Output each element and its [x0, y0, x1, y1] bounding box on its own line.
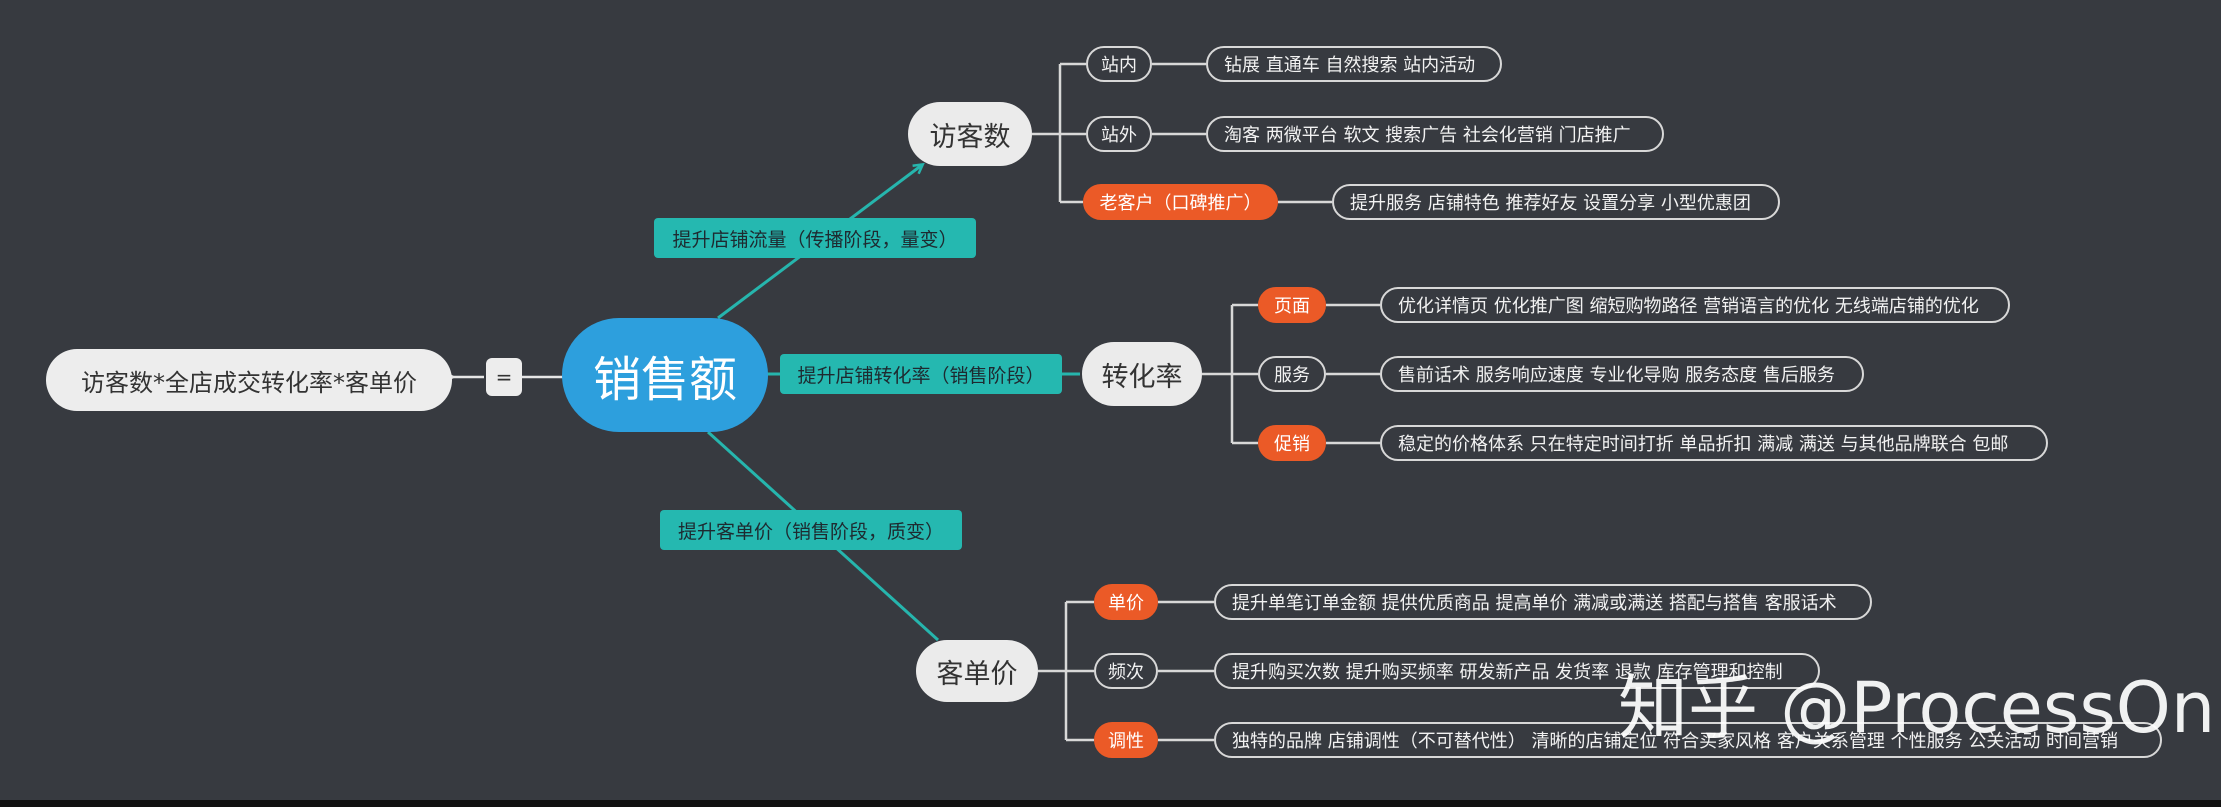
node-visitors[interactable]: 访客数	[908, 102, 1032, 166]
node-avg-order-value[interactable]: 客单价	[916, 640, 1038, 702]
edge-label-conversion: 提升店铺转化率（销售阶段）	[780, 354, 1062, 394]
sub-node-page[interactable]: 页面	[1258, 287, 1326, 323]
sub-node-onsite[interactable]: 站内	[1086, 46, 1152, 82]
sub-node-service[interactable]: 服务	[1258, 356, 1326, 392]
leaf-offsite-detail[interactable]: 淘客 两微平台 软文 搜索广告 社会化营销 门店推广	[1206, 116, 1664, 152]
leaf-page-detail[interactable]: 优化详情页 优化推广图 缩短购物路径 营销语言的优化 无线端店铺的优化	[1380, 287, 2010, 323]
leaf-frequency-detail[interactable]: 提升购买次数 提升购买频率 研发新产品 发货率 退款 库存管理和控制	[1214, 653, 1820, 689]
sub-node-unit-price[interactable]: 单价	[1094, 584, 1158, 620]
equals-sign: =	[486, 358, 522, 396]
sub-node-tone[interactable]: 调性	[1094, 722, 1158, 758]
edge-label-order-value: 提升客单价（销售阶段，质变）	[660, 510, 962, 550]
sub-node-old-customers[interactable]: 老客户（口碑推广）	[1083, 184, 1278, 220]
bottom-border	[0, 800, 2221, 807]
root-node-sales[interactable]: 销售额	[562, 318, 768, 432]
leaf-old-customers-detail[interactable]: 提升服务 店铺特色 推荐好友 设置分享 小型优惠团	[1332, 184, 1780, 220]
watermark: 知乎 @ProcessOn	[1618, 667, 2216, 749]
sub-node-frequency[interactable]: 频次	[1094, 653, 1158, 689]
leaf-promotion-detail[interactable]: 稳定的价格体系 只在特定时间打折 单品折扣 满减 满送 与其他品牌联合 包邮	[1380, 425, 2048, 461]
node-conversion-rate[interactable]: 转化率	[1082, 342, 1202, 406]
formula-node[interactable]: 访客数*全店成交转化率*客单价	[46, 349, 452, 411]
sub-node-promotion[interactable]: 促销	[1258, 425, 1326, 461]
leaf-unit-price-detail[interactable]: 提升单笔订单金额 提供优质商品 提高单价 满减或满送 搭配与搭售 客服话术	[1214, 584, 1872, 620]
edge-label-traffic: 提升店铺流量（传播阶段，量变）	[654, 218, 976, 258]
leaf-service-detail[interactable]: 售前话术 服务响应速度 专业化导购 服务态度 售后服务	[1380, 356, 1864, 392]
leaf-tone-detail[interactable]: 独特的品牌 店铺调性（不可替代性） 清晰的店铺定位 符合买家风格 客户关系管理 …	[1214, 722, 2162, 758]
sub-node-offsite[interactable]: 站外	[1086, 116, 1152, 152]
leaf-onsite-detail[interactable]: 钻展 直通车 自然搜索 站内活动	[1206, 46, 1502, 82]
